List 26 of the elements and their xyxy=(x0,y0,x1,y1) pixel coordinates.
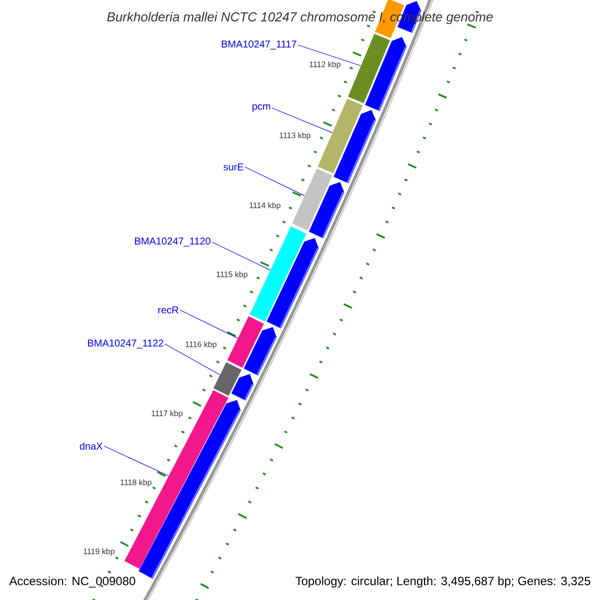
gene-label: dnaX xyxy=(80,442,103,450)
leader-line xyxy=(298,44,362,66)
gene-label: recR xyxy=(158,306,178,314)
gene-label: BMA10247_1117 xyxy=(222,40,296,50)
leader-line xyxy=(244,166,305,196)
gene-label: surE xyxy=(224,164,244,170)
gene-bar xyxy=(348,34,390,104)
leader-line xyxy=(212,242,270,270)
leader-line xyxy=(180,310,238,338)
scale-label: 1118 kbp xyxy=(120,479,152,487)
leader-line xyxy=(104,446,169,476)
gene-bar xyxy=(227,316,264,368)
gene-bar xyxy=(292,168,332,230)
accession-text: Accession: NC_009080 xyxy=(9,576,136,588)
gene-label: BMA10247_1120 xyxy=(135,238,210,246)
scale-label: 1117 kbp xyxy=(152,410,182,418)
gene-bar xyxy=(250,226,306,322)
gene-label: pcm xyxy=(252,104,270,112)
gene-bar xyxy=(213,362,242,396)
scale-label: 1114 kbp xyxy=(250,202,280,210)
genome-info-text: Topology: circular; Length: 3,495,687 bp; Genes: 3,325 xyxy=(296,576,590,588)
gene-bar xyxy=(318,98,363,174)
scale-label: 1116 kbp xyxy=(186,341,216,349)
leader-line xyxy=(272,108,333,133)
leader-line xyxy=(164,344,220,376)
gene-label: BMA10247_1122 xyxy=(88,340,164,348)
